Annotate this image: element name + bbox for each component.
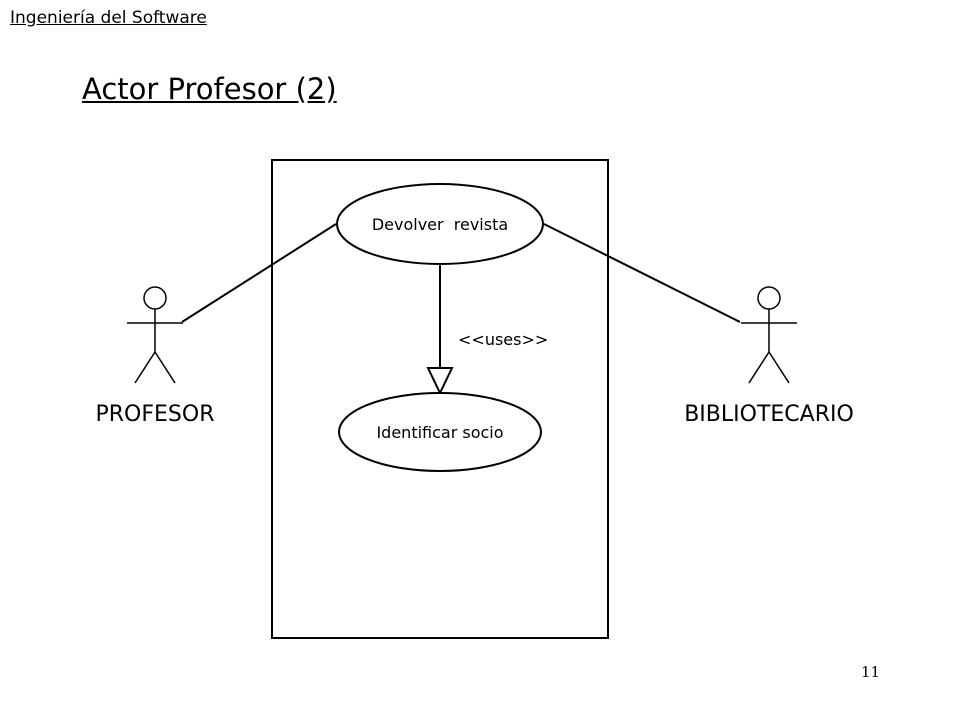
association-profesor (181, 223, 337, 323)
uses-arrowhead-icon (426, 367, 454, 396)
actor-bibliotecario-icon (741, 286, 797, 384)
page-number: 11 (861, 663, 881, 681)
association-bibliotecario (543, 223, 741, 323)
actor-bibliotecario-label: BIBLIOTECARIO (684, 402, 854, 427)
use-case-devolver-revista (336, 183, 544, 265)
system-boundary (271, 159, 609, 639)
use-case-identificar-socio-label: Identificar socio (376, 423, 503, 442)
use-case-devolver-revista-label: Devolver revista (372, 215, 508, 234)
actor-profesor-icon (127, 286, 183, 384)
use-case-identificar-socio (338, 392, 542, 472)
course-header: Ingeniería del Software (10, 8, 207, 28)
uses-stereotype-label: <<uses>> (458, 330, 548, 349)
actor-profesor-label: PROFESOR (96, 402, 215, 427)
slide-title: Actor Profesor (2) (82, 72, 337, 106)
